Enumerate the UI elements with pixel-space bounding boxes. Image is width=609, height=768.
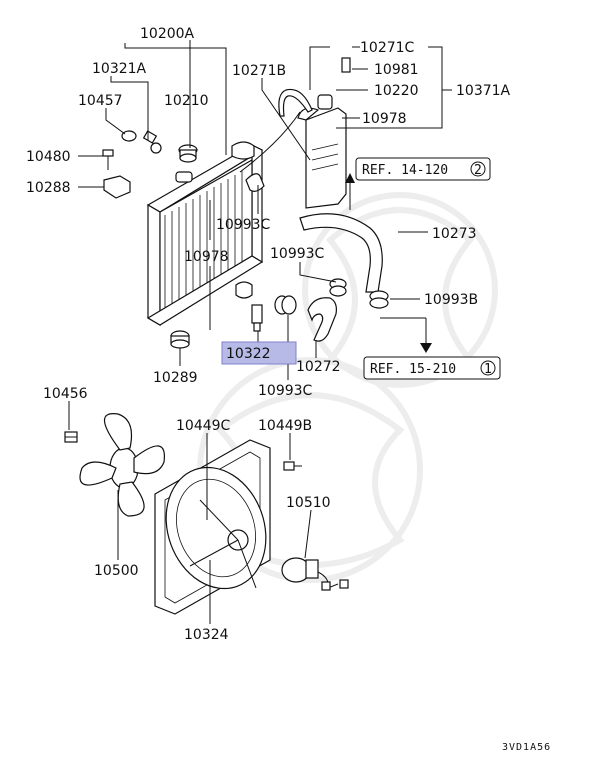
temp-sensor-10322 (251, 304, 263, 332)
bolt-10480 (102, 149, 114, 170)
ref-14-120-text: REF. 14-120 (362, 163, 448, 178)
bracket-10288 (103, 175, 131, 199)
ref-box-14-120[interactable]: REF. 14-120 2 (355, 157, 491, 181)
leader-lines (68, 40, 452, 624)
label-10456[interactable]: 10456 (43, 386, 88, 402)
oring-10457 (121, 130, 137, 142)
lower-hose-10273 (299, 213, 383, 293)
fan-motor-10510 (281, 557, 349, 591)
ref-15-210-num: 1 (484, 362, 492, 377)
label-10272[interactable]: 10272 (296, 359, 341, 375)
lower-hose-10272 (307, 297, 337, 342)
ref-14-120-num: 2 (474, 163, 482, 178)
nut-10456 (64, 431, 78, 443)
label-10993B[interactable]: 10993B (424, 292, 478, 308)
label-10993C-a[interactable]: 10993C (216, 217, 271, 233)
label-10271B[interactable]: 10271B (232, 63, 286, 79)
label-10449B[interactable]: 10449B (258, 418, 312, 434)
fan-blade-10500 (79, 413, 166, 517)
diagram-code: 3VD1A56 (502, 742, 551, 753)
upper-hose (245, 173, 265, 192)
label-10449C[interactable]: 10449C (176, 418, 231, 434)
ref-15-210-text: REF. 15-210 (370, 362, 456, 377)
part-labels: 10200A 10321A 10457 10210 10480 10288 10… (26, 26, 511, 643)
label-10371A[interactable]: 10371A (456, 83, 511, 99)
radiator-cap-10210 (178, 144, 198, 163)
label-10978-tank[interactable]: 10978 (362, 111, 407, 127)
label-10993C-b[interactable]: 10993C (270, 246, 325, 262)
radiator (146, 141, 264, 327)
reservoir-cap-10220 (317, 94, 333, 110)
mount-10289 (170, 330, 190, 349)
radiator-upper-outlet (231, 141, 255, 160)
label-10480[interactable]: 10480 (26, 149, 71, 165)
radiator-filler-neck (175, 171, 193, 183)
label-10210[interactable]: 10210 (164, 93, 209, 109)
overflow-hose-10271B (278, 88, 313, 117)
label-10322[interactable]: 10322 (226, 346, 271, 362)
drain-plug-10321A (142, 130, 162, 154)
hose-clamp-10993B (369, 290, 389, 309)
label-10510[interactable]: 10510 (286, 495, 331, 511)
label-10457[interactable]: 10457 (78, 93, 123, 109)
screw-10981 (341, 57, 351, 73)
fan-shroud-10324 (154, 439, 271, 615)
label-10220[interactable]: 10220 (374, 83, 419, 99)
hose-clamp-10993C-lower (274, 295, 297, 315)
label-10321A[interactable]: 10321A (92, 61, 147, 77)
label-10273[interactable]: 10273 (432, 226, 477, 242)
overflow-hose-tube (239, 111, 301, 173)
radiator-lower-outlet (235, 281, 253, 299)
label-10993C-c[interactable]: 10993C (258, 383, 313, 399)
label-10200A[interactable]: 10200A (140, 26, 195, 42)
bolt-10449B (283, 461, 302, 471)
highlight-10322 (221, 341, 297, 365)
label-10289[interactable]: 10289 (153, 370, 198, 386)
ref-box-15-210[interactable]: REF. 15-210 1 (363, 356, 501, 380)
reservoir-tank (297, 57, 351, 209)
label-10981[interactable]: 10981 (374, 62, 419, 78)
label-10324[interactable]: 10324 (184, 627, 229, 643)
label-10500[interactable]: 10500 (94, 563, 139, 579)
label-10288[interactable]: 10288 (26, 180, 71, 196)
label-10978-rad[interactable]: 10978 (184, 249, 229, 265)
label-10271C[interactable]: 10271C (360, 40, 415, 56)
